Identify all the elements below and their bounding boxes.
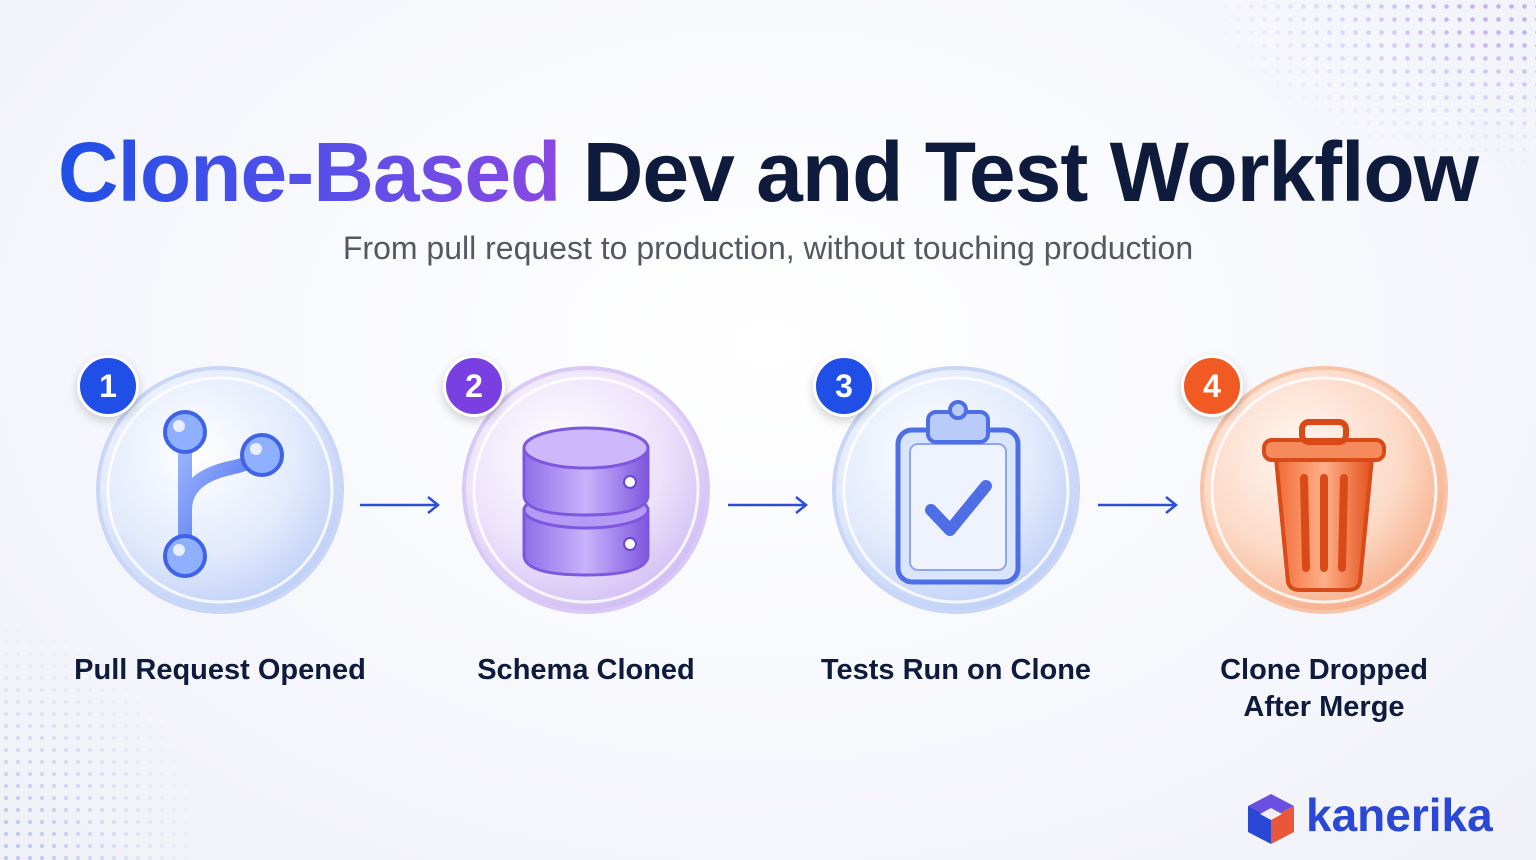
- step-2-circle: [456, 360, 716, 620]
- step-pull-request-opened: 1 Pull Request Opened: [74, 355, 366, 740]
- trash-can-icon: [1200, 366, 1448, 614]
- git-branch-icon: [96, 366, 344, 614]
- kanerika-logo: kanerika: [1244, 789, 1494, 846]
- step-3-badge: 3: [813, 355, 875, 417]
- step-3-circle: [826, 360, 1086, 620]
- page-title: Clone-Based Dev and Test Workflow: [0, 120, 1536, 224]
- title-rest: Dev and Test Workflow: [560, 125, 1479, 219]
- clipboard-check-icon: [832, 366, 1080, 614]
- step-4-badge: 4: [1181, 355, 1243, 417]
- step-tests-run-on-clone: 3 Tests Run on Clone: [813, 355, 1096, 740]
- step-2-label: Schema Cloned: [477, 654, 695, 686]
- step-3-label: Tests Run on Clone: [820, 654, 1092, 686]
- step-4-circle: [1194, 360, 1454, 620]
- logo-text: kanerika: [1306, 789, 1493, 841]
- step-clone-dropped-after-merge: 4 Clone Dropped After Merge: [1181, 355, 1464, 740]
- title-highlight: Clone-Based: [57, 125, 561, 219]
- arrow-right-icon: [728, 496, 809, 514]
- arrow-right-icon: [1098, 496, 1179, 514]
- page-subtitle: From pull request to production, without…: [342, 230, 1194, 266]
- decorative-dots-bottom-left: [0, 600, 220, 860]
- step-schema-cloned: 2 Schema Cloned: [443, 355, 726, 740]
- arrow-right-icon: [360, 496, 441, 514]
- step-1-badge: 1: [77, 355, 139, 417]
- step-2-badge: 2: [443, 355, 505, 417]
- step-1-label: Pull Request Opened: [74, 654, 366, 686]
- decorative-dots-top-right: [1206, 0, 1536, 170]
- cube-logo-icon: [1248, 794, 1294, 844]
- step-1-circle: [90, 360, 350, 620]
- step-4-label: Clone Dropped After Merge: [1220, 654, 1428, 723]
- database-icon: [462, 366, 710, 614]
